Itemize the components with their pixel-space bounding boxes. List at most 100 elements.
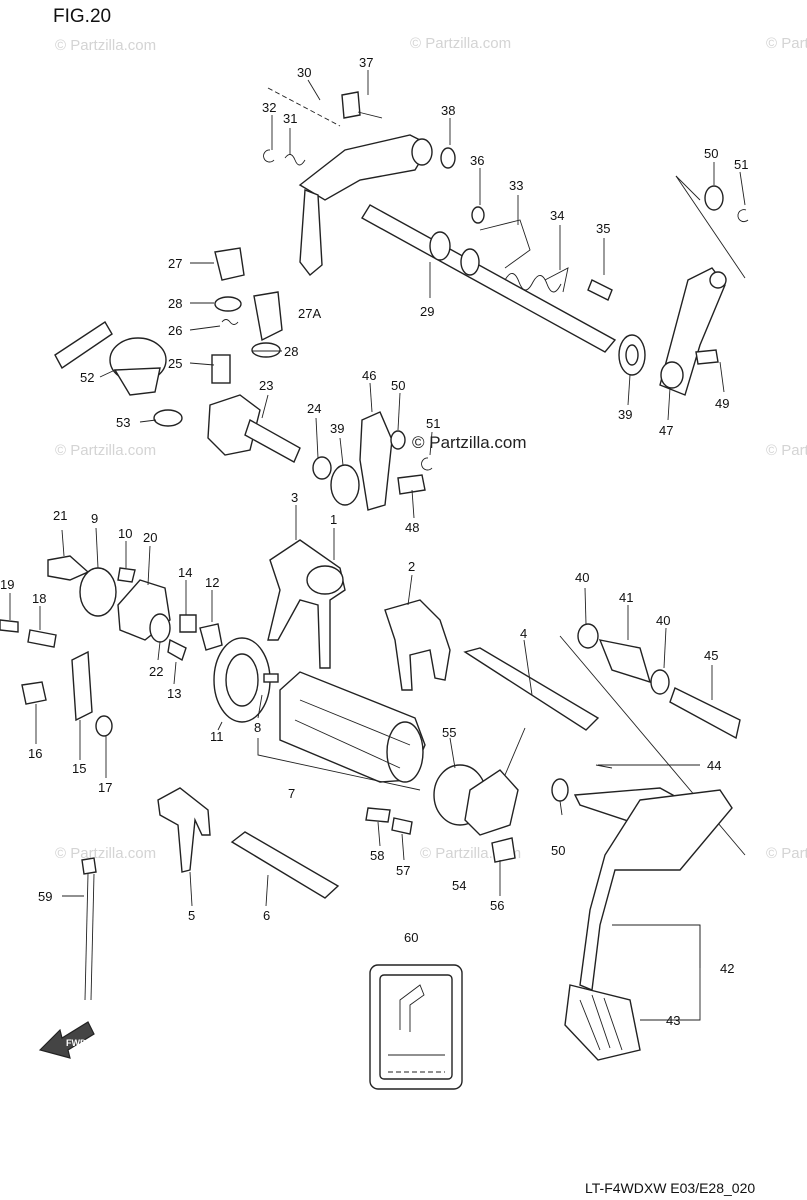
cam-plate: [79, 567, 117, 617]
callout-55: 55: [442, 725, 456, 740]
cam-pin: [117, 567, 136, 583]
shift-fork-no1: [267, 539, 346, 669]
neutral-switch: [365, 727, 526, 863]
callout-32: 32: [262, 100, 276, 115]
fwd-label: FWD: [66, 1038, 87, 1048]
callout-40: 40: [575, 570, 589, 585]
gearshift-cam: [213, 637, 426, 791]
fork-shaft: [230, 831, 340, 899]
gearshift-shaft-assembly: [361, 175, 749, 396]
callout-6: 6: [263, 908, 270, 923]
watermark: © Partzilla.com: [410, 35, 511, 52]
callout-19: 19: [0, 577, 14, 592]
washer: [95, 715, 113, 737]
screw: [179, 614, 197, 633]
leader-line: [257, 738, 421, 791]
callout-27: 27: [168, 256, 182, 271]
callout-23: 23: [259, 378, 273, 393]
shift-fork-no3: [157, 787, 211, 873]
switch-base: [113, 367, 161, 396]
callout-35: 35: [596, 221, 610, 236]
screw: [0, 619, 19, 633]
leader-bracket: [612, 924, 701, 1021]
pedal-grip-lines: [579, 994, 623, 1051]
callout-52: 52: [80, 370, 94, 385]
assembly-bracket: [267, 87, 341, 127]
contact: [391, 817, 413, 835]
figure-title: FIG.20: [53, 6, 111, 27]
callout-20: 20: [143, 530, 157, 545]
gearshift-pedal: [551, 764, 733, 1061]
arm-bushing: [411, 138, 433, 166]
callout-17: 17: [98, 780, 112, 795]
gear-shift-label: [369, 964, 463, 1090]
callout-labels: 30 37 32 31 38 36 33 34 35 29 50 51 39 4…: [0, 55, 748, 1028]
tie-head: [81, 857, 97, 875]
watermark: © Partzilla.com: [55, 442, 156, 459]
bolt: [21, 681, 47, 705]
watermark: © Partzilla.com: [766, 35, 807, 52]
callout-36: 36: [470, 153, 484, 168]
cam-bearing-inner: [225, 653, 259, 707]
callout-27a: 27A: [298, 306, 321, 321]
leader-lines: [9, 70, 746, 1021]
callout-12: 12: [205, 575, 219, 590]
gear-position-switch: [54, 321, 183, 427]
cam-groove: [299, 699, 411, 746]
split-pin: [595, 764, 613, 769]
oil-seal-inner: [625, 344, 639, 366]
callout-16: 16: [28, 746, 42, 761]
callout-18: 18: [32, 591, 46, 606]
washer: [390, 430, 406, 450]
long-bolt: [669, 687, 741, 740]
callout-43: 43: [666, 1013, 680, 1028]
callout-22: 22: [149, 664, 163, 679]
callout-50: 50: [551, 843, 565, 858]
callout-2: 2: [408, 559, 415, 574]
callout-13: 13: [167, 686, 181, 701]
pedal-arm: [579, 789, 733, 992]
callout-3: 3: [291, 490, 298, 505]
watermark-center: © Partzilla.com: [412, 433, 527, 452]
stopper-bolt: [397, 474, 426, 495]
plug-bolt: [253, 291, 283, 342]
washer: [551, 778, 569, 802]
callout-31: 31: [283, 111, 297, 126]
lever-eye: [709, 271, 727, 289]
bearing: [199, 623, 223, 651]
callout-50: 50: [391, 378, 405, 393]
cam-stopper-plate: [71, 650, 93, 722]
callout-30: 30: [297, 65, 311, 80]
e-clip: [263, 149, 275, 163]
callout-47: 47: [659, 423, 673, 438]
callout-49: 49: [715, 396, 729, 411]
oil-seal: [650, 669, 670, 695]
callout-46: 46: [362, 368, 376, 383]
pin: [27, 629, 57, 648]
cam-shaft: [244, 418, 301, 463]
watermark: © Partzilla.com: [766, 845, 807, 862]
leader-line: [675, 175, 746, 279]
gearshift-bushing: [598, 639, 652, 684]
callout-51: 51: [426, 416, 440, 431]
gasket: [214, 296, 242, 312]
callout-58: 58: [370, 848, 384, 863]
tie-strap: [90, 873, 95, 1001]
callout-5: 5: [188, 908, 195, 923]
oil-seal: [577, 623, 599, 649]
callout-34: 34: [550, 208, 564, 223]
gearshift-arm: [298, 134, 431, 201]
lever-bolt: [695, 349, 719, 365]
label-arrow: [399, 984, 425, 1032]
e-clip: [737, 209, 749, 223]
shaft-collar: [429, 231, 451, 261]
cam-stopper-assembly: [207, 394, 433, 511]
callout-44: 44: [707, 758, 721, 773]
watermark: © Partzilla.com: [55, 845, 156, 862]
lever-hub: [660, 361, 684, 389]
spring-arm: [479, 219, 531, 269]
callout-1: 1: [330, 512, 337, 527]
cam-pin: [263, 673, 279, 683]
gearshift-pawl: [299, 189, 323, 277]
callout-56: 56: [490, 898, 504, 913]
